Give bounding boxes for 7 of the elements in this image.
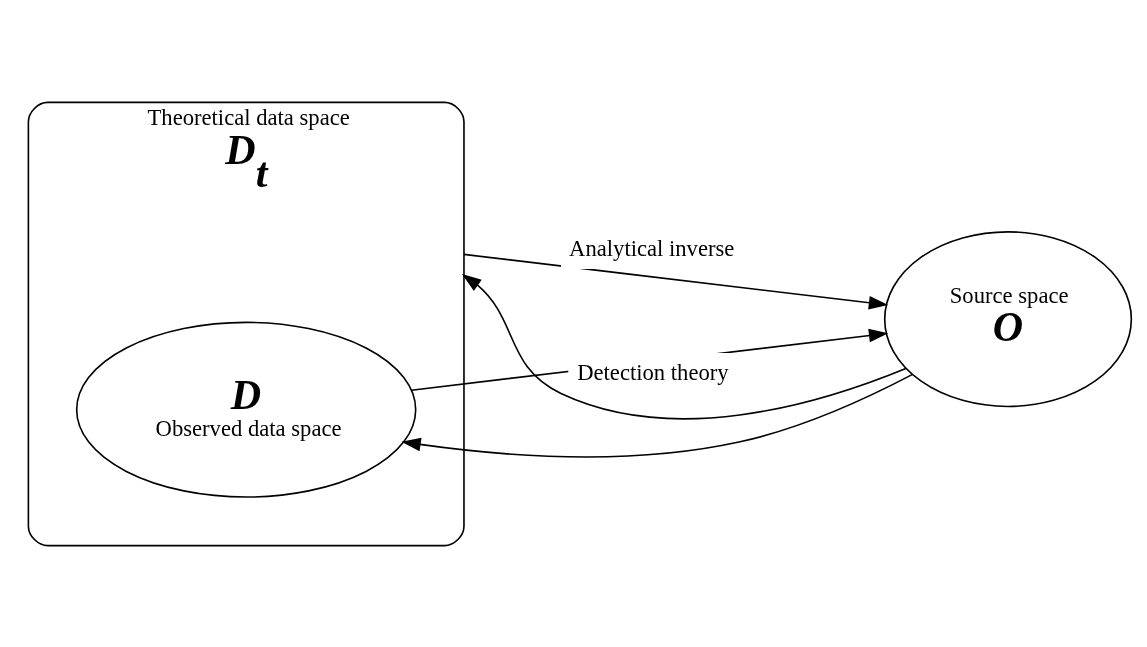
edge-label: Analytical inverse — [569, 235, 735, 261]
node-ellipse: D Observed data space — [75, 321, 417, 498]
edge-label: Detection theory — [577, 359, 729, 385]
arrow — [463, 253, 889, 309]
arrow — [461, 273, 907, 420]
node-ellipse: Source space O — [883, 230, 1133, 407]
arrow — [401, 373, 913, 458]
